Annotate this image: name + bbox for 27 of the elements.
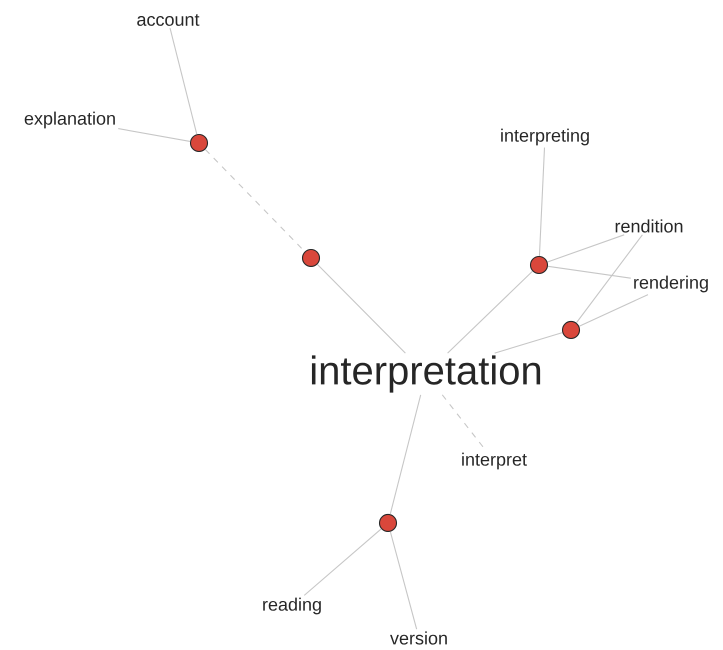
connector <box>538 148 546 256</box>
term-label: interpreting <box>501 128 589 146</box>
connector <box>304 528 382 596</box>
connector <box>548 266 631 279</box>
term-label: rendering <box>634 276 708 292</box>
term-label: rendition <box>616 219 682 233</box>
connector <box>170 28 198 134</box>
term-label: version <box>390 631 447 645</box>
connector <box>494 332 562 354</box>
term-label: interpret <box>462 452 527 470</box>
connector <box>118 128 190 142</box>
connector <box>547 234 624 262</box>
connector <box>316 264 406 354</box>
connector <box>576 234 643 324</box>
term-label: explanation <box>24 112 115 128</box>
term-label: reading <box>263 598 321 614</box>
dot <box>378 514 398 532</box>
dot <box>190 134 208 152</box>
connector <box>390 394 422 514</box>
term-label: account <box>137 14 200 26</box>
dot <box>530 256 548 274</box>
connector <box>447 270 533 354</box>
connector <box>579 294 648 327</box>
connector <box>390 532 418 630</box>
dot <box>302 248 320 268</box>
dot <box>562 320 580 340</box>
main-term: interpretation <box>312 355 540 393</box>
